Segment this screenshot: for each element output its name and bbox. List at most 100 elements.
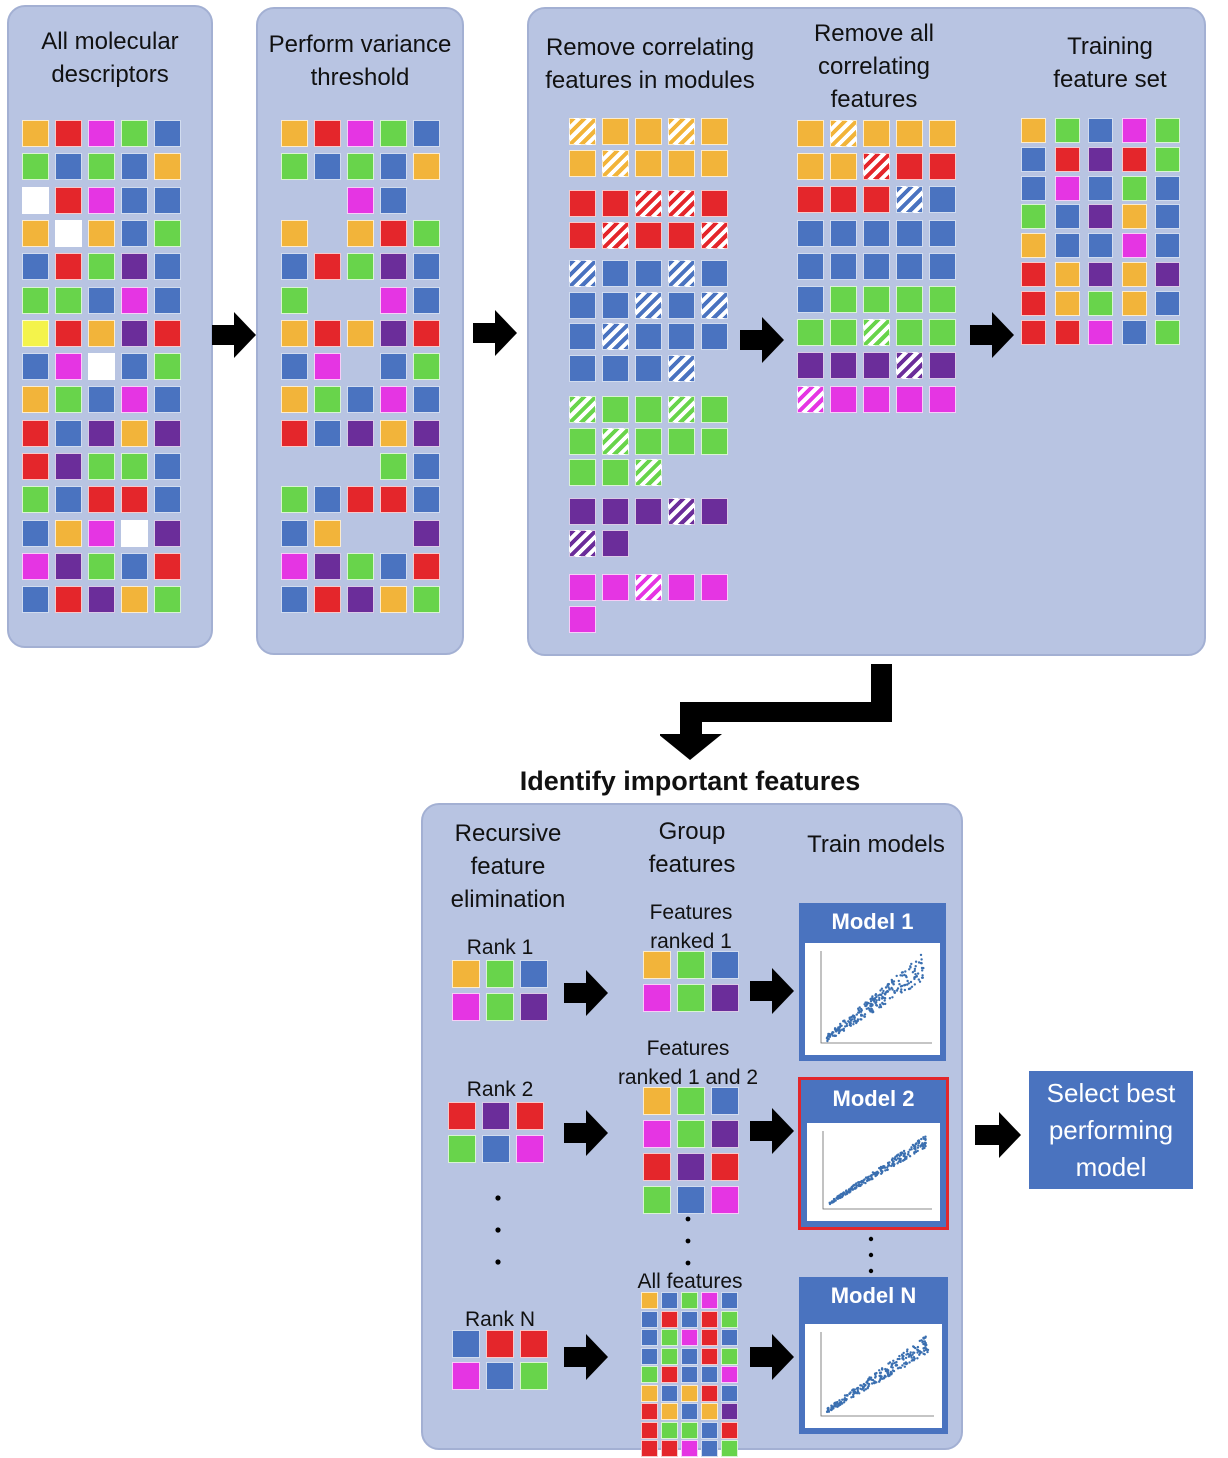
feature-square <box>380 552 407 580</box>
feature-square <box>863 186 890 214</box>
feature-square <box>22 419 49 447</box>
scatter-point <box>855 1186 858 1189</box>
scatter-point <box>871 1382 874 1385</box>
feature-square <box>314 519 341 547</box>
feature-square <box>677 951 705 979</box>
scatter-plot-thumbnail <box>805 943 940 1055</box>
scatter-point <box>918 980 922 983</box>
feature-square <box>635 396 662 423</box>
scatter-point <box>826 1409 829 1412</box>
scatter-point <box>922 1352 925 1355</box>
scatter-point <box>920 1137 923 1141</box>
scatter-point <box>903 1158 906 1161</box>
feature-square <box>88 552 115 580</box>
feature-square <box>797 219 824 247</box>
feature-square <box>569 459 596 486</box>
scatter-point <box>882 989 885 993</box>
feature-square-striped <box>668 260 695 287</box>
scatter-point <box>911 1358 915 1361</box>
model-2-title: Model 2 <box>832 1086 915 1111</box>
feature-square <box>797 120 824 147</box>
feature-square <box>643 1087 671 1115</box>
model-1-card: Model 1 <box>799 903 946 1061</box>
scatter-point <box>834 1401 838 1404</box>
scatter-point <box>895 1158 898 1162</box>
feature-square <box>602 498 629 525</box>
feature-square <box>635 118 662 145</box>
scatter-point <box>910 1146 913 1149</box>
scatter-point <box>887 1164 891 1167</box>
feature-square <box>486 1362 514 1390</box>
feature-square <box>602 574 629 601</box>
feature-square-striped <box>602 149 629 177</box>
scatter-point <box>869 1000 873 1003</box>
feature-square <box>154 486 181 514</box>
feature-square-striped <box>635 574 662 601</box>
scatter-point <box>845 1024 849 1028</box>
feature-square <box>661 1329 678 1346</box>
feature-square <box>281 486 308 514</box>
feature-square <box>677 1186 705 1214</box>
feature-square <box>681 1292 698 1309</box>
scatter-point <box>904 1356 908 1360</box>
scatter-point <box>848 1392 851 1395</box>
feature-square <box>1121 262 1147 287</box>
feature-square <box>154 186 181 214</box>
feature-square <box>314 419 341 447</box>
scatter-point <box>841 1402 844 1405</box>
feature-square <box>516 1102 544 1130</box>
scatter-point <box>864 1388 867 1391</box>
feature-square <box>281 219 308 247</box>
scatter-point <box>870 1378 873 1381</box>
scatter-point <box>852 1020 855 1023</box>
scatter-point <box>900 1353 904 1356</box>
feature-square <box>643 1186 671 1214</box>
feature-square <box>701 1329 718 1346</box>
scatter-point <box>892 1162 895 1165</box>
ellipsis-vertical-icon <box>685 1216 691 1266</box>
scatter-point <box>867 1001 870 1005</box>
scatter-point <box>897 979 900 983</box>
label-features-ranked-1-2: Features ranked 1 and 2 <box>617 1037 759 1089</box>
feature-square <box>602 354 629 382</box>
scatter-point <box>882 996 885 999</box>
scatter-point <box>857 1181 860 1184</box>
scatter-point <box>852 1023 855 1026</box>
feature-square-striped <box>602 221 629 249</box>
arrow-right-icon <box>740 317 784 363</box>
feature-square <box>929 319 956 347</box>
feature-square <box>22 153 49 181</box>
feature-square <box>413 120 440 147</box>
scatter-point <box>909 1351 912 1354</box>
scatter-point <box>914 960 918 963</box>
scatter-point <box>920 1351 923 1354</box>
scatter-point <box>905 1155 908 1159</box>
scatter-point <box>917 1144 920 1147</box>
scatter-point <box>889 1372 892 1375</box>
feature-square <box>721 1347 738 1365</box>
scatter-point <box>871 1003 874 1006</box>
scatter-point <box>879 1374 882 1377</box>
feature-square <box>863 219 890 247</box>
scatter-point <box>850 1018 854 1021</box>
feature-square <box>863 120 890 147</box>
feature-square <box>55 519 82 547</box>
feature-square-striped <box>569 118 596 145</box>
feature-square <box>929 286 956 313</box>
scatter-point <box>902 1149 906 1153</box>
feature-square <box>347 120 374 147</box>
scatter-point <box>866 1386 870 1389</box>
feature-square <box>22 286 49 314</box>
scatter-point <box>867 1179 870 1182</box>
feature-square <box>1155 290 1180 316</box>
feature-square <box>701 574 728 601</box>
feature-square <box>721 1366 738 1383</box>
feature-square-striped <box>863 319 890 347</box>
scatter-point <box>904 970 907 973</box>
feature-square <box>154 219 181 247</box>
scatter-point <box>827 1032 830 1036</box>
scatter-point <box>852 1391 855 1394</box>
feature-square <box>830 385 857 413</box>
feature-square <box>1088 204 1113 230</box>
feature-square <box>121 386 148 414</box>
